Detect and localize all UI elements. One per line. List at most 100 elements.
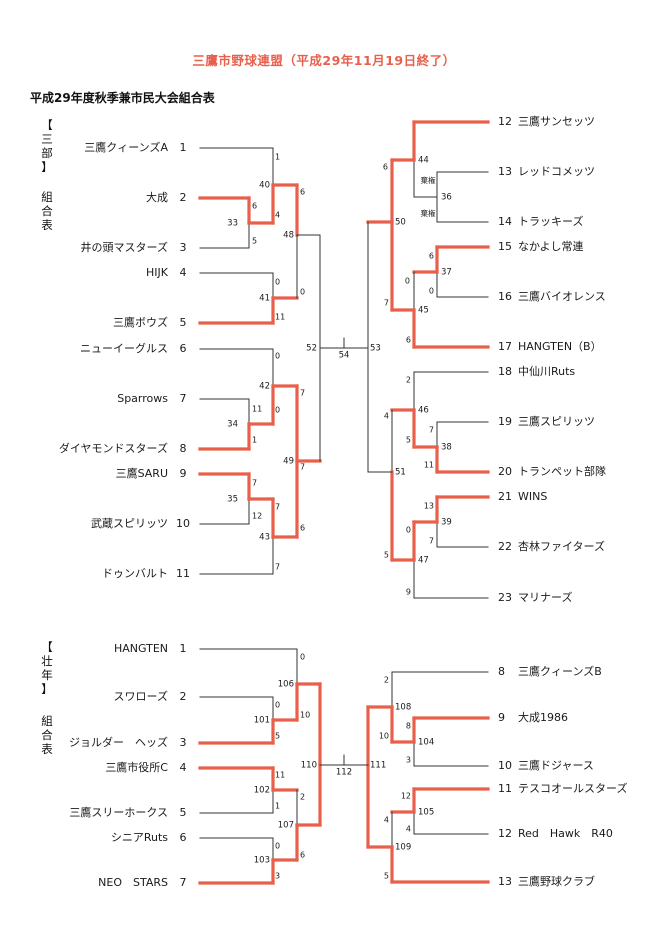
team-name: トラッキーズ [518, 214, 583, 228]
score: 7 [384, 299, 389, 308]
team-seed: 2 [180, 191, 187, 204]
team-name: 三鷹スピリッツ [518, 414, 595, 428]
team-name: 中仙川Ruts [518, 365, 575, 378]
score: 5 [384, 551, 389, 560]
team-seed: 17 [498, 340, 512, 353]
score: 11 [424, 461, 434, 470]
score: 2 [406, 376, 411, 385]
score: 6 [300, 851, 305, 860]
score: 6 [429, 252, 434, 261]
game-number: 102 [254, 786, 270, 796]
team-seed: 10 [498, 759, 512, 772]
score: 7 [429, 426, 434, 435]
team-name: レッドコメッツ [518, 165, 595, 178]
game-number: 104 [418, 738, 434, 748]
score: 6 [383, 163, 388, 172]
score: 1 [252, 436, 257, 445]
team-seed: 11 [498, 782, 512, 795]
score: 棄権 [421, 175, 436, 185]
score: 0 [405, 277, 410, 286]
team-seed: 18 [498, 365, 512, 378]
team-seed: 3 [180, 241, 187, 254]
score: 0 [406, 526, 411, 535]
score: 棄権 [421, 208, 436, 218]
team-name: WINS [518, 490, 547, 503]
score: 2 [300, 793, 305, 802]
score: 7 [275, 503, 280, 512]
score: 7 [275, 563, 280, 572]
team-seed: 8 [180, 442, 187, 455]
team-seed: 12 [498, 827, 512, 840]
score: 4 [384, 816, 389, 825]
team-seed: 1 [180, 642, 187, 655]
score: 6 [300, 524, 305, 533]
game-number: 103 [254, 856, 270, 866]
team-name: スワローズ [114, 689, 168, 703]
team-name: HIJK [146, 266, 169, 279]
division2-label: 【 壮 年 】 [41, 640, 53, 696]
score: 7 [300, 389, 305, 398]
team-name: ジョルダー ヘッズ [69, 735, 168, 749]
score: 13 [424, 502, 434, 511]
team-seed: 11 [176, 567, 190, 580]
team-name: 三鷹サンセッツ [518, 114, 595, 128]
game-number: 47 [418, 556, 429, 566]
game-number: 42 [259, 382, 270, 392]
team-name: 三鷹ボウズ [113, 315, 168, 329]
score: 0 [275, 278, 280, 287]
score: 2 [384, 676, 389, 685]
team-seed: 21 [498, 490, 512, 503]
team-name: ニューイーグルス [80, 341, 168, 355]
team-seed: 9 [498, 711, 505, 724]
score: 0 [300, 288, 305, 297]
team-name: 三鷹クィーンズA [84, 140, 168, 154]
team-name: なかよし常連 [518, 239, 583, 253]
team-name: HANGTEN（B） [518, 340, 602, 353]
team-name: 井の頭マスターズ [81, 240, 168, 254]
division1-kumiai-label: 組 合 表 [41, 190, 53, 232]
team-seed: 2 [180, 690, 187, 703]
game-number: 39 [441, 518, 452, 528]
team-name: シニアRuts [111, 831, 168, 844]
team-seed: 13 [498, 165, 512, 178]
team-name: 三鷹バイオレンス [518, 289, 606, 303]
score: 11 [275, 771, 285, 780]
score: 7 [252, 479, 257, 488]
score: 4 [406, 825, 411, 834]
team-name: 三鷹クィーンズB [518, 664, 602, 678]
score: 6 [252, 202, 257, 211]
game-number: 111 [370, 761, 386, 771]
game-number: 38 [441, 443, 452, 453]
score: 0 [275, 842, 280, 851]
page-title: 三鷹市野球連盟（平成29年11月19日終了） [192, 53, 456, 68]
team-name: 大成1986 [518, 710, 568, 724]
team-name: NEO STARS [98, 876, 168, 889]
score: 10 [379, 732, 389, 741]
team-name: Sparrows [117, 392, 168, 405]
team-name: 三鷹スリーホークス [69, 805, 168, 819]
team-seed: 3 [180, 736, 187, 749]
game-number: 33 [227, 219, 238, 229]
game-number: 44 [418, 156, 429, 166]
score: 4 [275, 211, 280, 220]
team-name: 三鷹SARU [116, 466, 168, 480]
team-seed: 5 [180, 806, 187, 819]
tournament-subtitle: 平成29年度秋季兼市民大会組合表 [30, 91, 215, 105]
game-number: 106 [278, 680, 294, 690]
team-name: ドゥンバルト [102, 567, 168, 580]
team-seed: 8 [498, 665, 505, 678]
game-number: 40 [259, 181, 270, 191]
team-seed: 13 [498, 875, 512, 888]
team-name: Red Hawk R40 [518, 827, 613, 840]
game-number: 105 [418, 808, 434, 818]
team-name: 三鷹ドジャース [518, 758, 594, 772]
game-number: 36 [441, 193, 452, 203]
score: 12 [401, 792, 411, 801]
division1-label: 【 三 部 】 [41, 118, 53, 174]
team-seed: 9 [180, 467, 187, 480]
score: 7 [429, 537, 434, 546]
score: 0 [275, 701, 280, 710]
team-seed: 6 [180, 831, 187, 844]
game-number: 43 [259, 533, 270, 543]
